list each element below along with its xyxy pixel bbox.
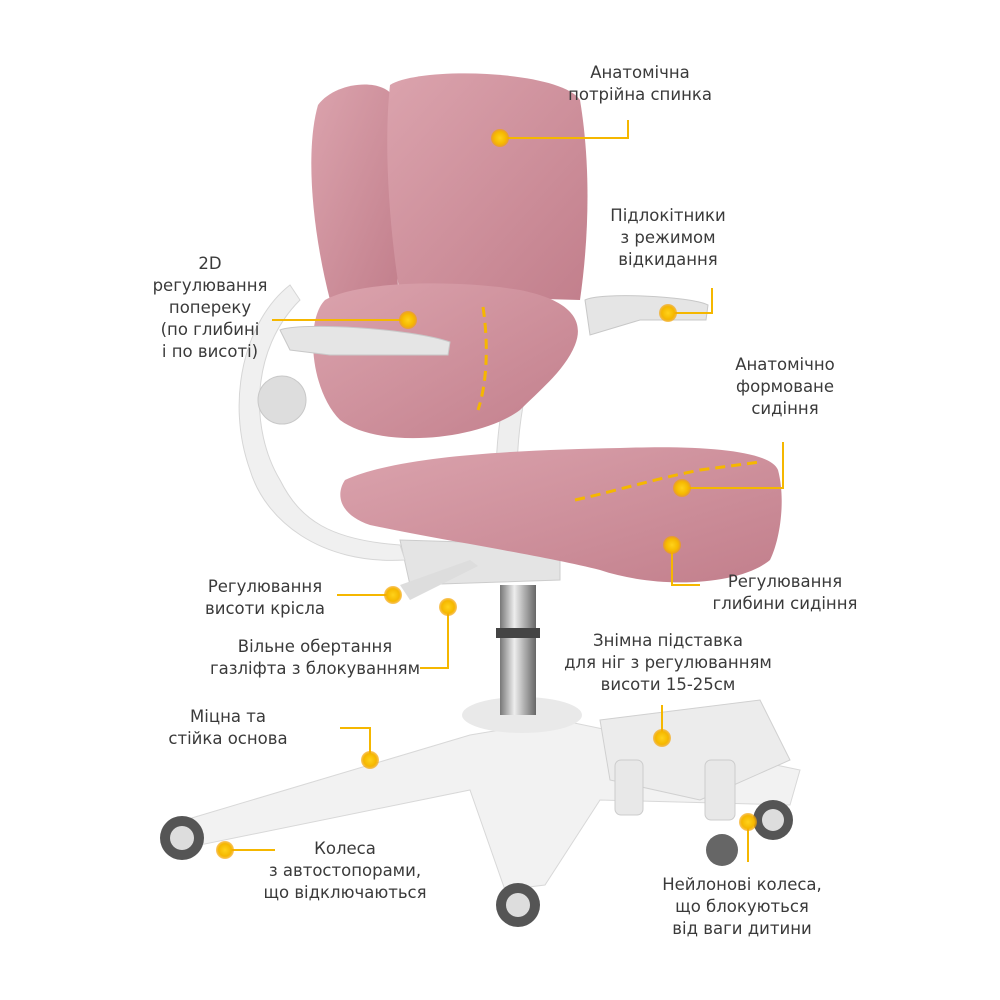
callout-line: висоти 15-25см [600, 675, 736, 694]
callout-line: Анатомічна [590, 63, 690, 82]
callout-line: Регулювання [727, 572, 843, 591]
callout-line: регулювання [152, 276, 268, 295]
callout-armrests: Підлокітники з режимом відкидання [610, 205, 725, 271]
callout-line: з режимом [620, 228, 716, 247]
chair-frame [238, 284, 406, 561]
callout-line: висоти крісла [205, 599, 325, 618]
casters [160, 800, 793, 927]
callout-line: для ніг з регулюванням [564, 653, 772, 672]
callout-line: і по висоті) [161, 342, 259, 361]
chair-base [184, 697, 801, 891]
callout-footrest: Знімна підставка для ніг з регулюванням … [564, 630, 772, 696]
callout-seat-shape: Анатомічно формоване сидіння [735, 354, 835, 420]
callout-line: стійка основа [168, 729, 288, 748]
callout-lumbar: 2D регулювання попереку (по глибині і по… [153, 253, 268, 363]
callout-line: Регулювання [207, 577, 323, 596]
backrest [311, 73, 588, 439]
callout-line: попереку [168, 298, 252, 317]
callout-gaslift: Вільне обертання газліфта з блокуванням [210, 636, 420, 680]
callout-line: газліфта з блокуванням [209, 659, 421, 678]
callout-line: Анатомічно [735, 355, 835, 374]
callout-line: сидіння [751, 399, 819, 418]
callout-line: (по глибині [160, 320, 260, 339]
callout-line: Знімна підставка [593, 631, 743, 650]
callout-line: від ваги дитини [672, 919, 812, 938]
callout-backrest: Анатомічна потрійна спинка [568, 62, 712, 106]
callout-seat-depth: Регулювання глибини сидіння [713, 571, 858, 615]
callout-dots [216, 129, 757, 859]
callout-base: Міцна та стійка основа [168, 706, 287, 750]
callout-line: Нейлонові колеса, [662, 875, 822, 894]
callout-line: потрійна спинка [568, 85, 712, 104]
callout-line: 2D [198, 254, 222, 273]
gas-lift [500, 585, 536, 715]
armrests [279, 295, 709, 356]
callout-line: глибини сидіння [712, 594, 858, 613]
callout-line: що блокуються [675, 897, 809, 916]
callout-casters-nylon: Нейлонові колеса, що блокуються від ваги… [662, 874, 822, 940]
callout-line: відкидання [618, 250, 718, 269]
callout-line: що відключаються [263, 883, 427, 902]
callout-line: формоване [736, 377, 834, 396]
callout-seat-height: Регулювання висоти крісла [205, 576, 325, 620]
callout-line: з автостопорами, [268, 861, 422, 880]
callout-line: Колеса [314, 839, 376, 858]
callout-line: Підлокітники [610, 206, 726, 225]
callout-casters-auto: Колеса з автостопорами, що відключаються [263, 838, 426, 904]
callout-line: Вільне обертання [237, 637, 393, 656]
callout-line: Міцна та [190, 707, 266, 726]
